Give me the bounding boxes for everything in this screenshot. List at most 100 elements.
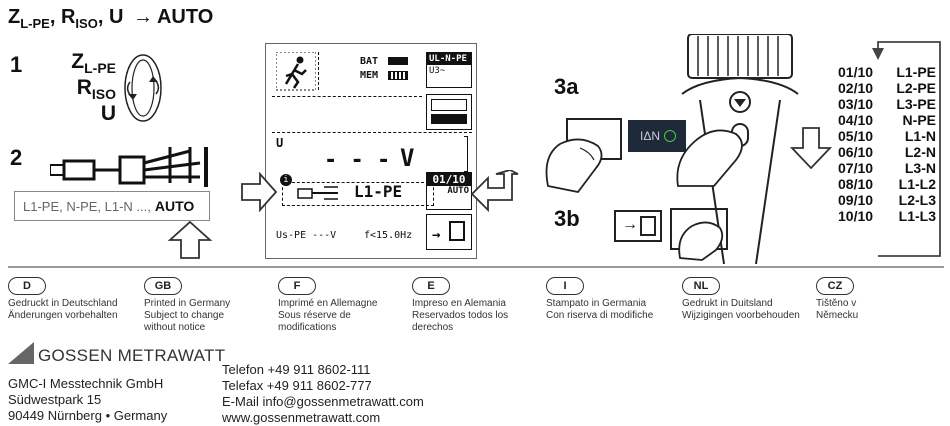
sequence-number: 02/10 — [838, 80, 874, 96]
finger-icon — [678, 221, 724, 261]
sequence-connection: L2-L3 — [898, 192, 936, 208]
idn-key[interactable]: IΔN — [628, 120, 686, 152]
test-adapter-plug-icon — [50, 147, 208, 187]
step-2-number: 2 — [10, 145, 23, 170]
language-text: Gedruckt in Deutschland — [8, 298, 118, 309]
connection-softkey[interactable]: 01/10 AUTO — [426, 172, 472, 210]
plug-icon — [297, 186, 338, 200]
arrow-left-up-icon — [470, 170, 519, 213]
rotary-switch-icon — [124, 54, 162, 122]
frequency: f<15.0Hz — [364, 230, 413, 241]
arrow-save-icon: → — [622, 216, 638, 233]
selection-auto: AUTO — [154, 198, 195, 214]
company-address: GMC-I Messtechnik GmbH Südwestpark 15 90… — [8, 376, 167, 424]
email-link[interactable]: E-Mail info@gossenmetrawatt.com — [222, 394, 424, 409]
gossen-logo-icon — [8, 342, 34, 364]
country-code-badge: I — [546, 277, 584, 295]
language-text: Stampato in Germania — [546, 298, 647, 309]
sequence-loop-bracket — [872, 41, 941, 257]
language-text: Sous réserve de — [278, 310, 351, 321]
website-link[interactable]: www.gossenmetrawatt.com — [222, 410, 381, 425]
page-title: ZL-PE, RISO, U →AUTO — [8, 6, 214, 31]
voltage-unit: V — [400, 144, 415, 172]
sequence-number: 05/10 — [838, 128, 874, 144]
voltage-value: - - - — [324, 148, 391, 173]
memory-icon — [388, 71, 408, 80]
sequence-connection: N-PE — [902, 112, 936, 128]
language-text: Con riserva di modifiche — [546, 310, 654, 321]
sequence-number: 10/10 — [838, 208, 874, 224]
sequence-number: 07/10 — [838, 160, 874, 176]
sequence-connection: L2-PE — [896, 80, 936, 96]
sequence-connection: L1-N — [904, 128, 936, 144]
country-code-badge: NL — [682, 277, 720, 295]
sequence-connection: L1-L2 — [898, 176, 936, 192]
connection-value: L1-PE — [354, 182, 403, 201]
sequence-connection: L1-L3 — [898, 208, 936, 224]
sequence-connection: L3-N — [904, 160, 936, 176]
sequence-connection: L1-PE — [896, 64, 936, 80]
language-text: Impreso en Alemania — [412, 298, 506, 309]
language-text: Německu — [816, 310, 859, 321]
company-name: GMC-I Messtechnik GmbH — [8, 376, 164, 391]
arrow-up-icon — [167, 220, 213, 259]
language-text: Imprimé en Allemagne — [278, 298, 378, 309]
phone: Telefon +49 911 8602-111 — [222, 362, 371, 377]
language-text: Reservados todos los — [412, 310, 509, 321]
step-3a-number: 3a — [554, 74, 579, 99]
language-text: modifications — [278, 322, 337, 333]
company-contact: Telefon +49 911 8602-111 Telefax +49 911… — [222, 362, 424, 426]
separator-line — [8, 266, 944, 268]
save-softkey[interactable]: → — [426, 214, 472, 250]
country-code-badge: F — [278, 277, 316, 295]
finger-press-icon — [676, 129, 743, 187]
company-street: Südwestpark 15 — [8, 392, 102, 407]
sequence-item: 10/10 L1-L3 — [838, 208, 936, 224]
connection-selection-box: L1-PE, N-PE, L1-N ...,AUTO — [14, 191, 210, 221]
fax: Telefax +49 911 8602-777 — [222, 378, 372, 393]
function-softkey[interactable]: UL-N-PE U3~ — [426, 52, 472, 88]
language-text: Tištěno v — [816, 298, 857, 309]
language-text: Gedrukt in Duitsland — [682, 298, 773, 309]
sequence-item: 06/10 L2-N — [838, 144, 936, 160]
sequence-number: 01/10 — [838, 64, 874, 80]
sequence-item: 01/10 L1-PE — [838, 64, 936, 80]
sequence-number: 06/10 — [838, 144, 874, 160]
sequence-number: 04/10 — [838, 112, 874, 128]
country-code-badge: D — [8, 277, 46, 295]
measure-softkey[interactable] — [426, 94, 472, 130]
sequence-item: 07/10 L3-N — [838, 160, 936, 176]
memory-icon — [640, 216, 656, 236]
language-text: Änderungen vorbehalten — [8, 310, 118, 321]
sequence-number: 09/10 — [838, 192, 874, 208]
lcd-display: BAT MEM UL-N-PE U3~ U - - - V i L1-PE 01… — [265, 43, 477, 259]
arrow-right-icon — [241, 171, 278, 213]
sequence-item: 02/10 L2-PE — [838, 80, 936, 96]
arrow-down-icon — [790, 127, 832, 170]
sequence-connection: L2-N — [904, 144, 936, 160]
sequence-connection: L3-PE — [896, 96, 936, 112]
country-code-badge: CZ — [816, 277, 854, 295]
country-code-badge: GB — [144, 277, 182, 295]
memory-label: MEM — [360, 70, 379, 81]
probe-voltage: Us-PE ---V — [276, 230, 337, 241]
sequence-item: 05/10 L1-N — [838, 128, 936, 144]
voltage-label: U — [276, 136, 284, 150]
language-text: Subject to change — [144, 310, 225, 321]
battery-icon — [388, 57, 408, 65]
save-key[interactable]: → — [614, 210, 662, 242]
language-text: Printed in Germany — [144, 298, 231, 309]
finger-icon — [545, 138, 603, 193]
sequence-item: 04/10 N-PE — [838, 112, 936, 128]
battery-label: BAT — [360, 56, 379, 67]
language-text: without notice — [144, 322, 206, 333]
info-icon: i — [280, 174, 292, 186]
function-list: ZL-PE RISO U — [71, 50, 116, 126]
